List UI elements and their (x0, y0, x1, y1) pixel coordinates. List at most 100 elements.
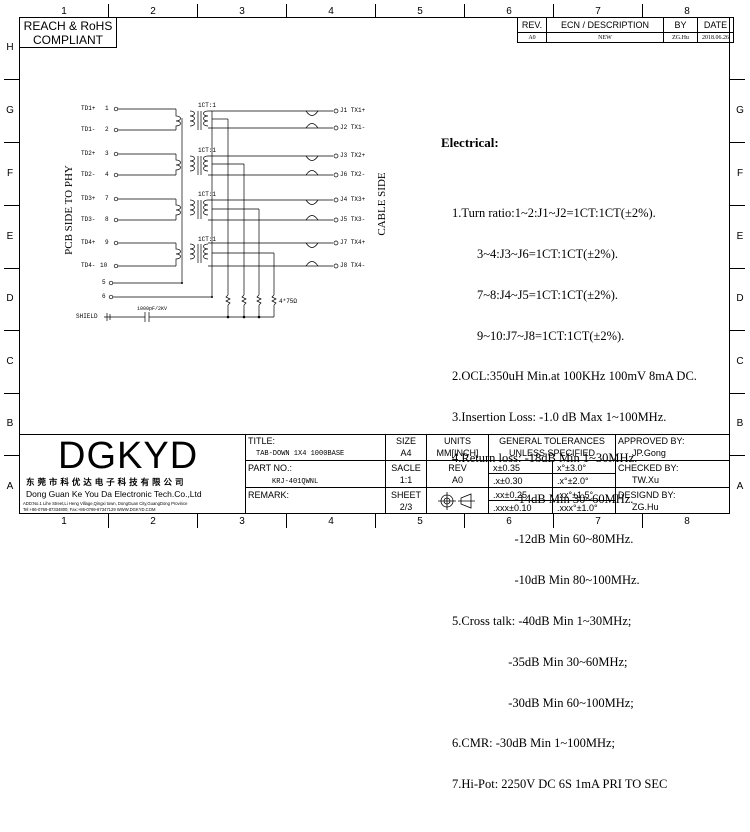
tolerance-angular: .x°±2.0° (557, 476, 589, 486)
compliance-box: REACH & RoHS COMPLIANT (20, 18, 117, 48)
spec-line: -10dB Min 80~100MHz. (452, 573, 640, 588)
pin-label: J8 TX4- (340, 262, 366, 269)
row-label: G (6, 105, 14, 116)
spec-line: 7~8:J4~J5=1CT:1CT(±2%). (452, 287, 619, 302)
approved-by-label: APPROVED BY: (618, 436, 685, 446)
col-label: 7 (595, 6, 601, 17)
pin-label: J6 TX2- (340, 171, 366, 178)
row-label: A (736, 481, 744, 492)
pin-number: 5 (102, 279, 106, 286)
col-label: 3 (239, 6, 245, 17)
tolerance-linear: x±0.35 (493, 463, 520, 473)
designed-by-label: DESIGND BY: (618, 490, 676, 500)
units-value: MM[INCH] (436, 448, 479, 458)
pin-label: TD2- (81, 171, 96, 178)
tolerance-header-1: GENERAL TOLERANCES (499, 436, 605, 446)
checked-by-label: CHECKED BY: (618, 463, 679, 473)
row-label: F (736, 168, 744, 179)
pin-label: J1 TX1+ (340, 107, 366, 114)
resistor-label: 4*75Ω (279, 298, 298, 305)
row-label: E (6, 231, 14, 242)
pin-number: 6 (102, 293, 106, 300)
ratio-label: 1CT:1 (198, 147, 217, 154)
spec-line: 3~4:J3~J6=1CT:1CT(±2%). (452, 246, 619, 261)
capacitor-label: 1000pF/2KV (137, 306, 168, 312)
col-label: 6 (506, 6, 512, 17)
pin-number: 9 (105, 239, 109, 246)
spec-line: 7.Hi-Pot: 2250V DC 6S 1mA PRI TO SEC (452, 777, 668, 792)
spec-line: -30dB Min 60~100MHz; (452, 695, 634, 710)
rev-value: A0 (451, 475, 463, 485)
col-label: 3 (239, 516, 245, 527)
pin-number: 2 (105, 126, 109, 133)
title-value: TAB-DOWN 1X4 1000BASE (256, 450, 345, 458)
title-label: TITLE: (248, 436, 276, 446)
electrical-heading: Electrical: (441, 135, 499, 151)
pin-number: 4 (105, 171, 109, 178)
pin-label: TD4- (81, 262, 96, 269)
compliance-line-2: COMPLIANT (32, 33, 103, 47)
pin-label: J2 TX1- (340, 124, 366, 131)
col-label: 2 (150, 516, 156, 527)
pin-label: TD4+ (81, 239, 96, 246)
tolerance-linear: .xxx±0.10 (493, 503, 532, 513)
spec-line: 5.Cross talk: -40dB Min 1~30MHz; (452, 613, 632, 628)
scale-value: 1:1 (399, 475, 413, 485)
designed-by-value: ZG.Hu (632, 502, 659, 512)
row-label: B (6, 418, 14, 429)
row-label: E (736, 231, 744, 242)
pin-label: J7 TX4+ (340, 239, 366, 246)
spec-line: 2.OCL:350uH Min.at 100KHz 100mV 8mA DC. (452, 369, 697, 384)
row-label: F (6, 168, 14, 179)
sheet-value: 2/3 (399, 502, 413, 512)
company-logo: DGKYD (58, 435, 199, 477)
pin-label: TD1+ (81, 105, 96, 112)
shield-label: SHIELD (76, 313, 98, 320)
spec-line: -35dB Min 30~60MHz; (452, 654, 628, 669)
ratio-label: 1CT:1 (198, 191, 217, 198)
tolerance-angular: .xxx°±1.0° (557, 503, 598, 513)
company-name-cn: 东 莞 市 科 优 达 电 子 科 技 有 限 公 司 (26, 478, 184, 488)
compliance-line-1: REACH & RoHS (23, 19, 113, 33)
spec-line: 4.Return loss: -18dB Min 1~30MHz. (452, 450, 638, 465)
company-name-en: Dong Guan Ke You Da Electronic Tech.Co.,… (26, 489, 202, 499)
part-no-label: PART NO.: (248, 463, 293, 473)
pin-number: 3 (105, 150, 109, 157)
col-label: 5 (417, 516, 423, 527)
col-label: 4 (328, 6, 334, 17)
tolerance-linear: .x±0.30 (493, 476, 523, 486)
spec-line: -14dB Min 30~60MHz. (452, 491, 634, 506)
pin-label: J3 TX2+ (340, 152, 366, 159)
approved-by-value: JP.Gong (632, 448, 666, 458)
pin-number: 10 (100, 262, 108, 269)
row-label: C (736, 356, 744, 367)
remark-label: REMARK: (248, 490, 290, 500)
ratio-label: 1CT:1 (198, 102, 217, 109)
spec-line: 9~10:J7~J8=1CT:1CT(±2%). (452, 328, 625, 343)
company-contact: Tel:+86-0769-87334800; Fax:+86-0769-8734… (23, 507, 156, 512)
projection-symbol-icon (438, 492, 475, 510)
col-label: 8 (684, 6, 690, 17)
revision-table: REV. ECN / DESCRIPTION BY DATE A0 NEW ZG… (517, 17, 734, 43)
pin-label: J5 TX3- (340, 216, 366, 223)
tolerance-angular: x°±3.0° (557, 463, 587, 473)
frame-ticks (4, 4, 745, 528)
units-label: UNITS (444, 436, 471, 446)
size-label: SIZE (395, 436, 416, 446)
spec-line: 3.Insertion Loss: -1.0 dB Max 1~100MHz. (452, 410, 667, 425)
rev-label: REV (448, 463, 467, 473)
pin-number: 1 (105, 105, 109, 112)
row-label: D (6, 293, 14, 304)
transformer-schematic (104, 106, 339, 322)
size-value: A4 (400, 448, 412, 458)
tolerance-linear: .xx±0.25 (493, 490, 527, 500)
pin-label: TD3- (81, 216, 96, 223)
pin-label: J4 TX3+ (340, 196, 366, 203)
col-label: 1 (61, 516, 67, 527)
drawing-frame (19, 17, 730, 514)
row-label: G (736, 105, 744, 116)
tolerance-angular: .xx°±1.5° (557, 490, 594, 500)
row-label: C (6, 356, 14, 367)
pin-label: TD2+ (81, 150, 96, 157)
row-label: A (6, 481, 14, 492)
